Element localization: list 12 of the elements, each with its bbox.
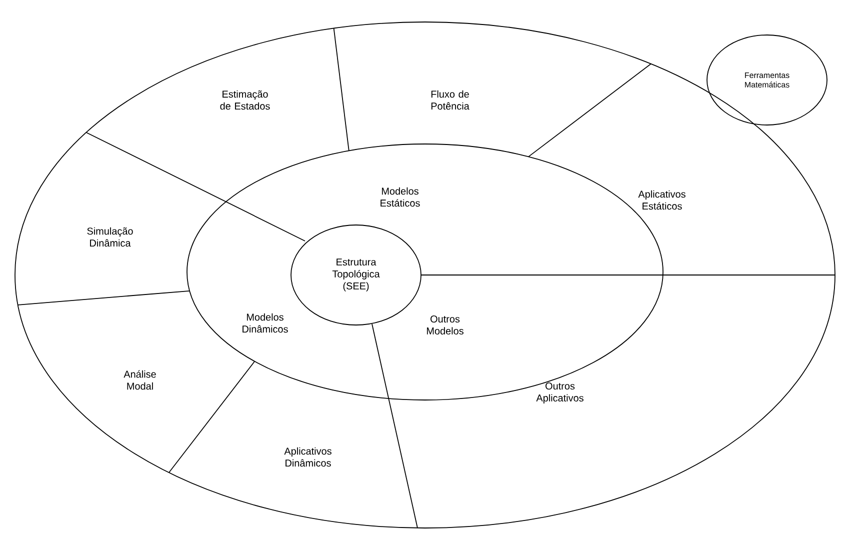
- sector-label: Outros Aplicativos: [536, 382, 584, 404]
- ring-ellipse: [14, 22, 836, 528]
- sector-label: Simulação Dinâmica: [87, 227, 133, 247]
- circle-label: Estrutura Topológica (SEE): [290, 224, 422, 326]
- sector-label: Estimação de Estados: [220, 90, 270, 110]
- sector-label: Modelos Estáticos: [380, 187, 420, 207]
- sector-label: Análise Modal: [124, 370, 156, 390]
- sector-label: Fluxo de Potência: [431, 90, 470, 110]
- sector-label: Aplicativos Dinâmicos: [284, 447, 332, 467]
- sector-label: Outros Modelos: [427, 316, 464, 334]
- sector-label: Modelos Dinâmicos: [242, 313, 288, 333]
- sector-label: Aplicativos Estáticos: [638, 190, 686, 210]
